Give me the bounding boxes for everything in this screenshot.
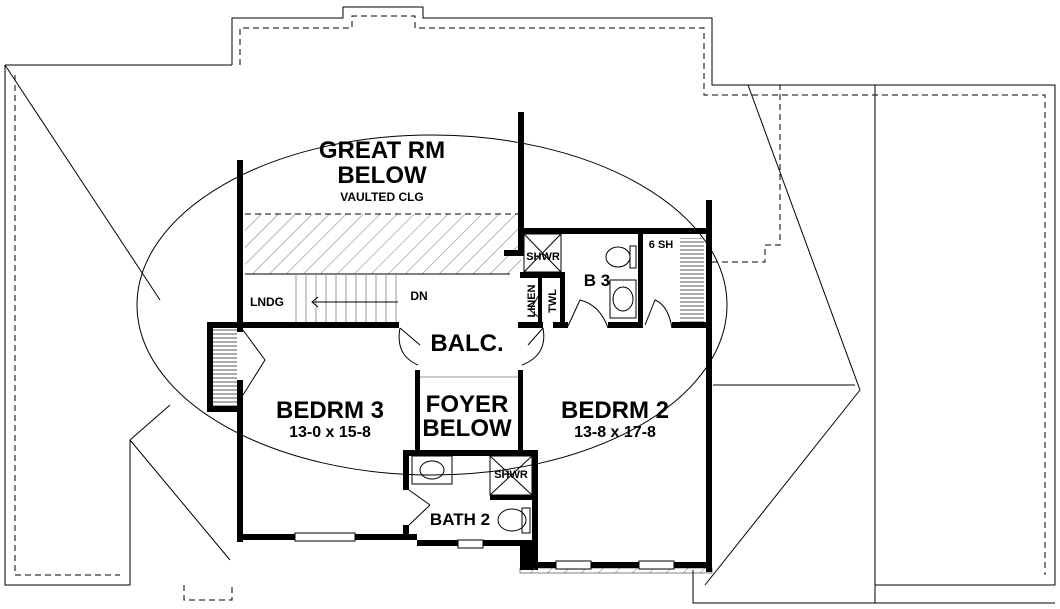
stair[interactable] [245, 273, 510, 322]
shelf-label: 6 SH [649, 239, 674, 251]
bath3-shower-label: SHWR [526, 251, 560, 263]
great-room-below-label: BELOW [337, 162, 427, 189]
exterior-hatch [519, 567, 713, 574]
balcony-label: BALC. [430, 330, 503, 357]
roof-outline [4, 6, 1056, 604]
closet-shelf-hatch [680, 238, 704, 322]
bath3-label: B 3 [584, 271, 610, 290]
foyer-label: FOYER [426, 391, 509, 418]
bedroom2-size: 13-8 x 17-8 [574, 424, 656, 441]
foyer-below-label: BELOW [422, 415, 512, 442]
windows [294, 376, 675, 570]
vaulted-ceiling-outline [136, 134, 728, 476]
closet-shelf-hatch [213, 328, 237, 406]
stair-down-label: DN [410, 289, 427, 303]
vaulted-ceiling-note: VAULTED CLG [340, 190, 424, 204]
doors[interactable] [242, 289, 673, 526]
bath2-label: BATH 2 [430, 510, 490, 529]
landing-label: LNDG [250, 295, 284, 309]
bath2-shower-label: SHWR [494, 469, 528, 481]
linen-label: LINEN [526, 284, 538, 317]
great-room-label: GREAT RM [319, 137, 445, 164]
bedroom2-label: BEDRM 2 [561, 397, 669, 424]
open-to-below-hatch [245, 214, 521, 274]
bedroom3-label: BEDRM 3 [276, 397, 384, 424]
towel-label: TWL [547, 289, 559, 313]
fixtures [411, 233, 637, 534]
bedroom3-size: 13-0 x 15-8 [289, 424, 371, 441]
